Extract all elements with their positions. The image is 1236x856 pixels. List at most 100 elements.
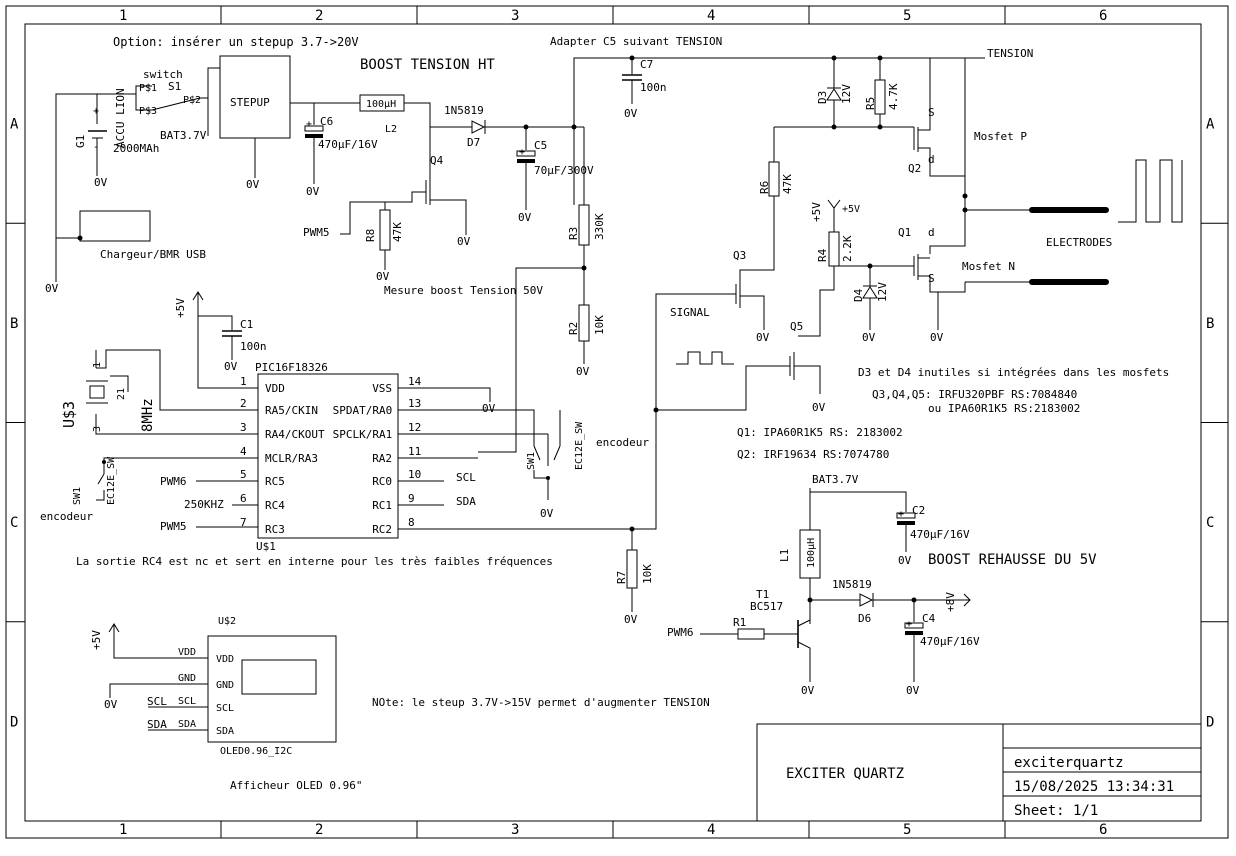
svg-text:0V: 0V (457, 235, 471, 248)
inductor-l2: 100µH L2 (359, 94, 472, 135)
svg-text:d: d (928, 153, 935, 166)
q345-ref: Q3,Q4,Q5: IRFU320PBF RS:7084840 (872, 388, 1077, 401)
svg-text:3: 3 (92, 426, 103, 432)
svg-text:10K: 10K (641, 564, 654, 584)
svg-text:C7: C7 (640, 58, 653, 71)
svg-text:1: 1 (92, 362, 103, 368)
pic-pin-number: 6 (240, 492, 247, 505)
svg-text:10K: 10K (593, 315, 606, 335)
svg-text:switch: switch (143, 68, 183, 81)
column-label: 4 (707, 822, 715, 838)
pic-pin-number: 9 (408, 492, 415, 505)
svg-text:12V: 12V (840, 84, 853, 104)
svg-text:0V: 0V (862, 331, 876, 344)
boost-title: BOOST TENSION HT (360, 57, 495, 73)
pic-pin-number: 5 (240, 468, 247, 481)
mesure-boost-label: Mesure boost Tension 50V (384, 284, 543, 297)
svg-text:+8V: +8V (944, 592, 957, 612)
svg-text:L1: L1 (778, 549, 791, 562)
svg-text:0V: 0V (104, 698, 118, 711)
mah-label: 2000MAh (113, 142, 159, 155)
pic-pin-number: 10 (408, 468, 421, 481)
pic-pin-number: 14 (408, 375, 422, 388)
column-label: 1 (119, 8, 127, 24)
bat37-label: BAT3.7V (160, 129, 207, 142)
svg-text:0V: 0V (624, 107, 638, 120)
q345-alt: ou IPA60R1K5 RS:2183002 (928, 402, 1080, 415)
svg-text:70µF/300V: 70µF/300V (534, 164, 594, 177)
svg-text:12V: 12V (876, 282, 889, 302)
resistor-r2: R2 10K 0V (567, 304, 606, 378)
svg-text:0V: 0V (376, 270, 390, 283)
svg-text:BAT3.7V: BAT3.7V (812, 473, 859, 486)
pic-pin-number: 4 (240, 445, 247, 458)
svg-text:0V: 0V (518, 211, 532, 224)
svg-text:47K: 47K (781, 174, 794, 194)
crystal-u3: 1 21 3 U$3 8MHz (60, 349, 258, 435)
pic-part-label: PIC16F18326 (255, 361, 328, 374)
mosfet-q2: S d Q2 Mosfet P (908, 58, 1027, 199)
svg-text:Q2: Q2 (908, 162, 921, 175)
svg-text:SW1: SW1 (526, 452, 537, 470)
svg-text:S: S (928, 106, 935, 119)
mosfet-q1: Q1 d S Mosfet N 0V (898, 226, 1015, 344)
svg-text:0V: 0V (224, 360, 238, 373)
resistor-r8: R8 47K 0V (364, 202, 404, 283)
column-label: 6 (1099, 8, 1107, 24)
svg-text:47K: 47K (391, 222, 404, 242)
svg-text:2.2K: 2.2K (841, 235, 854, 262)
date-stamp: 15/08/2025 13:34:31 (1014, 779, 1174, 795)
battery-g1: + - 0V G1 ACCU LION 2000MAh (55, 88, 159, 239)
transistor-q4: Q4 0V PWM5 (303, 127, 471, 248)
svg-text:L2: L2 (385, 124, 397, 135)
svg-text:EC12E_SW: EC12E_SW (106, 456, 117, 505)
svg-text:470µF/16V: 470µF/16V (318, 138, 378, 151)
svg-text:D7: D7 (467, 136, 480, 149)
svg-text:4.7K: 4.7K (887, 83, 900, 110)
vss-gnd: 0V (482, 402, 496, 415)
row-label: D (1206, 714, 1214, 730)
accu-label: ACCU LION (114, 88, 127, 148)
encoder-switch-left: SW1 EC12E_SW encodeur (40, 456, 258, 523)
oled-pin-name: VDD (216, 654, 234, 665)
svg-text:R6: R6 (758, 181, 771, 194)
pic-pin-name: RC0 (372, 475, 392, 488)
svg-text:C2: C2 (912, 504, 925, 517)
pic-pin-name: RC4 (265, 499, 285, 512)
svg-text:0V: 0V (624, 613, 638, 626)
oled-pin-name: SDA (216, 726, 234, 737)
svg-text:D4: D4 (852, 288, 865, 302)
charger-module: Chargeur/BMR USB 0V (45, 210, 206, 295)
option-note: Option: insérer un stepup 3.7->20V (113, 35, 359, 49)
title-block: EXCITER QUARTZ exciterquartz 15/08/2025 … (756, 723, 1202, 822)
svg-text:1N5819: 1N5819 (444, 104, 484, 117)
svg-text:R1: R1 (733, 616, 746, 629)
svg-text:P$1: P$1 (139, 83, 157, 94)
pic-pin-name: VDD (265, 382, 285, 395)
svg-text:+5V: +5V (842, 204, 860, 215)
pic-pin-number: 8 (408, 516, 415, 529)
svg-text:0V: 0V (906, 684, 920, 697)
capacitor-c7: C7 100n 0V (622, 55, 667, 120)
svg-text:Chargeur/BMR USB: Chargeur/BMR USB (100, 248, 206, 261)
oled-net-label: VDD (178, 647, 196, 658)
q2-ref: Q2: IRF19634 RS:7074780 (737, 448, 889, 461)
pic-ref-label: U$1 (256, 540, 276, 553)
transistor-q3: Q3 0V (733, 249, 770, 344)
signal-net-q5 (656, 365, 790, 411)
signal-waveform (676, 351, 734, 365)
pic-pin-number: 12 (408, 421, 421, 434)
svg-text:C6: C6 (320, 115, 333, 128)
svg-text:Mosfet P: Mosfet P (974, 130, 1027, 143)
svg-text:C5: C5 (534, 139, 547, 152)
rc4-note: La sortie RC4 est nc et sert en interne … (76, 555, 553, 568)
svg-text:100µH: 100µH (806, 538, 817, 568)
svg-text:U$2: U$2 (218, 616, 236, 627)
svg-text:+: + (306, 119, 312, 130)
column-label: 5 (903, 822, 911, 838)
column-label: 3 (511, 822, 519, 838)
encoder-switch-right: SW1 EC12E_SW 0V (526, 410, 585, 520)
boost5v-title: BOOST REHAUSSE DU 5V (928, 552, 1097, 568)
